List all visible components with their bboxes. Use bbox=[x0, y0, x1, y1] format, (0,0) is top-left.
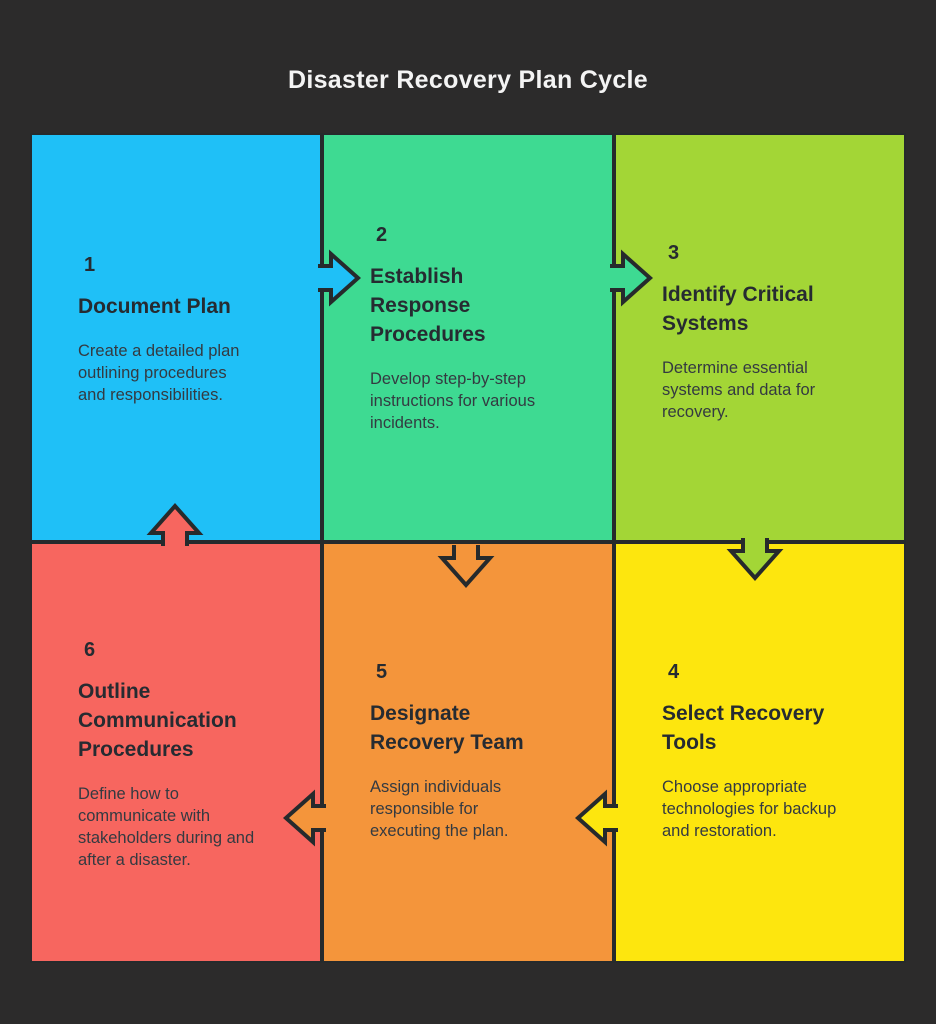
step-heading: Identify Critical Systems bbox=[662, 283, 814, 335]
step-card-2: 2 Establish Response Procedures Develop … bbox=[324, 135, 612, 540]
page-title: Disaster Recovery Plan Cycle bbox=[288, 66, 648, 94]
step-number: 2 bbox=[376, 224, 388, 246]
step-card-4: 4 Select Recovery Tools Choose appropria… bbox=[616, 544, 904, 961]
step-heading: Document Plan bbox=[78, 295, 231, 318]
step-number: 3 bbox=[668, 242, 680, 264]
step-number: 6 bbox=[84, 639, 96, 661]
step-description: Choose appropriate technologies for back… bbox=[662, 777, 837, 841]
step-description: Assign individuals responsible for execu… bbox=[370, 777, 509, 841]
step-number: 5 bbox=[376, 661, 388, 683]
step-number: 1 bbox=[84, 254, 96, 276]
step-description: Define how to communicate with stakehold… bbox=[78, 784, 255, 870]
step-card-6: 6 Outline Communication Procedures Defin… bbox=[32, 544, 320, 961]
arrow-step2-to-step3 bbox=[610, 249, 654, 307]
arrow-step6-to-step1 bbox=[146, 502, 204, 546]
arrow-step3-to-step4 bbox=[726, 538, 784, 582]
step-description: Develop step-by-step instructions for va… bbox=[370, 369, 536, 433]
step-heading: Establish Response Procedures bbox=[370, 265, 486, 346]
step-card-3: 3 Identify Critical Systems Determine es… bbox=[616, 135, 904, 540]
step-heading: Select Recovery Tools bbox=[662, 702, 825, 754]
arrow-step4-to-step5 bbox=[574, 789, 618, 847]
step-number: 4 bbox=[668, 661, 680, 683]
arrow-step5-to-step6 bbox=[282, 789, 326, 847]
step-description: Determine essential systems and data for… bbox=[662, 358, 816, 422]
arrow-outline-down bbox=[437, 545, 495, 589]
step-heading: Outline Communication Procedures bbox=[78, 680, 237, 761]
step-heading: Designate Recovery Team bbox=[370, 702, 524, 754]
step-description: Create a detailed plan outlining procedu… bbox=[78, 341, 240, 405]
step-card-5: 5 Designate Recovery Team Assign individ… bbox=[324, 544, 612, 961]
step-card-1: 1 Document Plan Create a detailed plan o… bbox=[32, 135, 320, 540]
arrow-step1-to-step2 bbox=[318, 249, 362, 307]
